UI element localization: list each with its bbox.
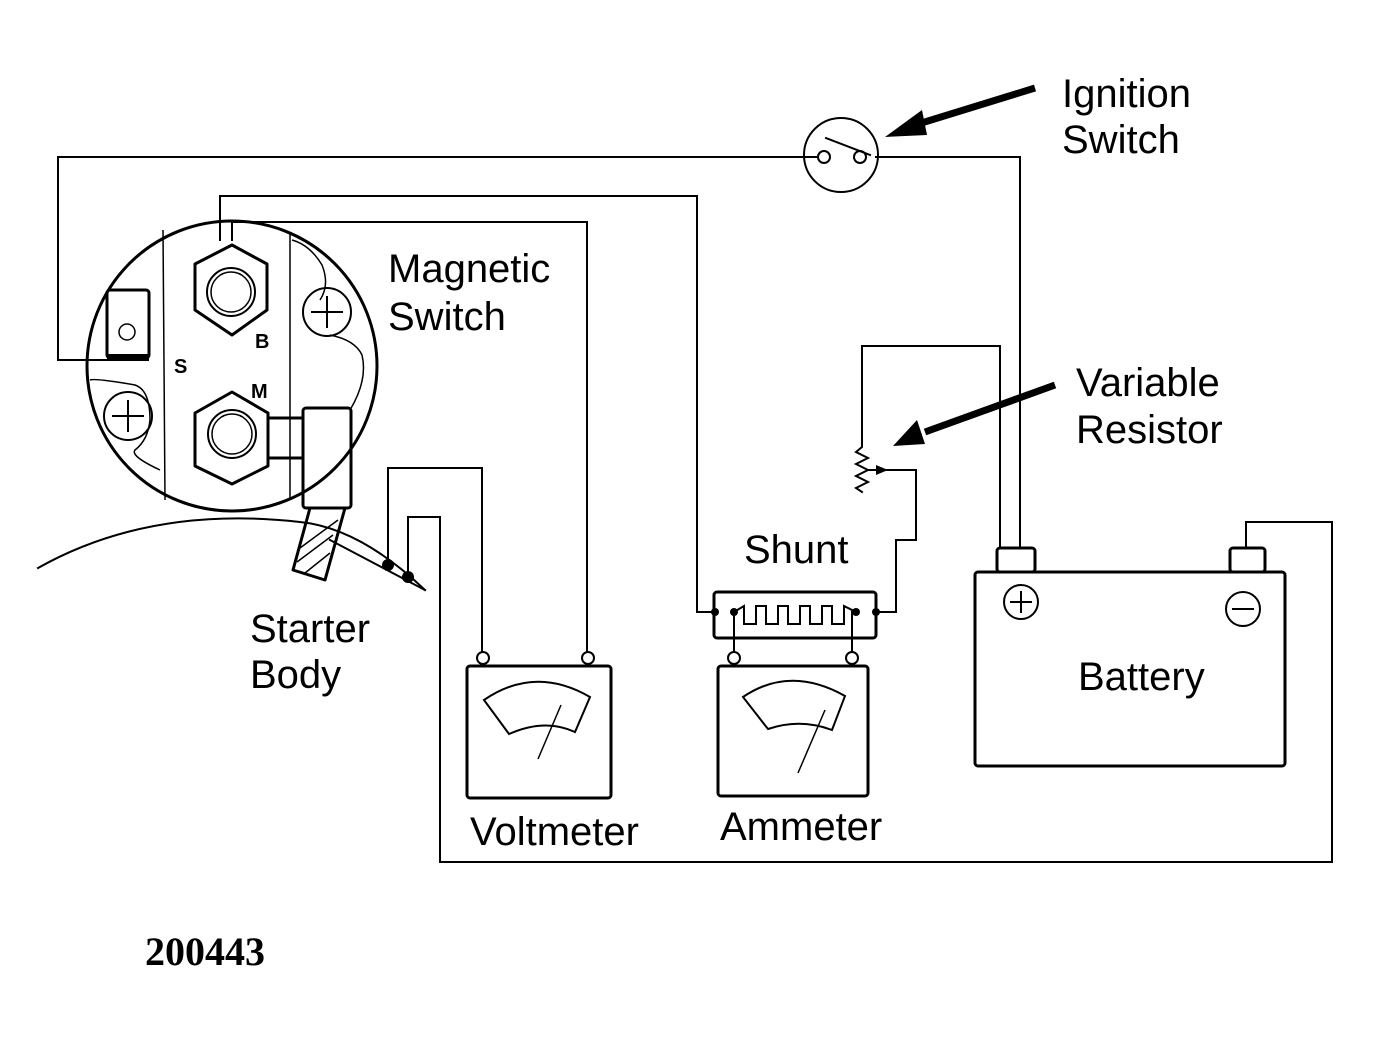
wire-resistor-wiper-to-shunt (876, 469, 917, 613)
starter-body-label-line2: Body (250, 653, 341, 697)
ammeter-label: Ammeter (720, 805, 882, 849)
junction-dot (382, 559, 394, 571)
terminal-label-m: M (251, 381, 268, 403)
junction-dot (402, 571, 414, 583)
wire-starter-body-to-battery-negative (407, 516, 1333, 863)
screw-icon (103, 391, 153, 441)
wire-b-terminal-to-shunt (219, 195, 716, 613)
wire-resistor-to-battery-positive (861, 345, 1001, 549)
starter-body-label-line1: Starter (250, 607, 370, 651)
wire-ignition-to-battery-positive (875, 156, 1021, 549)
wiring (57, 156, 1333, 863)
positive-terminal-icon (1003, 584, 1039, 620)
ignition-switch-contact-left (817, 150, 831, 164)
ignition-switch-label-line2: Switch (1062, 118, 1180, 162)
starter-body-ground-lead (328, 538, 427, 592)
magnetic-switch: S B M (85, 219, 379, 582)
voltmeter-needle (537, 704, 562, 760)
variable-resistor-label-line1: Variable (1076, 361, 1220, 405)
wire-b-terminal-to-voltmeter (231, 221, 588, 654)
magnetic-switch-label-line2: Switch (388, 295, 506, 339)
voltmeter (465, 651, 613, 800)
terminal-label-s: S (174, 356, 187, 378)
wire-starter-body-to-voltmeter (387, 467, 483, 654)
battery (973, 546, 1287, 768)
starter-lead-cable (291, 506, 347, 582)
shunt-element-icon (732, 604, 858, 625)
variable-resistor-arrow (893, 381, 1057, 446)
screw-icon (302, 287, 352, 337)
negative-terminal-icon (1225, 591, 1261, 627)
magnetic-switch-housing (85, 219, 379, 513)
ignition-switch-blade (824, 136, 872, 157)
ammeter-body (716, 664, 870, 798)
voltmeter-label: Voltmeter (470, 810, 639, 854)
ignition-switch-housing (803, 117, 879, 193)
ammeter-needle (797, 709, 826, 774)
resistor-zigzag-icon (853, 442, 871, 494)
figure-number: 200443 (145, 929, 265, 974)
battery-case (973, 570, 1287, 768)
battery-positive-post (995, 546, 1037, 574)
battery-label: Battery (1078, 655, 1205, 699)
battery-negative-post (1228, 546, 1267, 574)
ignition-switch-label-line1: Ignition (1062, 72, 1191, 116)
ignition-switch (803, 117, 879, 193)
shunt (711, 590, 880, 654)
voltmeter-dial-icon (482, 680, 592, 736)
ignition-switch-arrow (885, 84, 1037, 137)
m-terminal-nut (193, 390, 270, 486)
terminal-label-b: B (255, 331, 269, 353)
voltmeter-body (465, 664, 613, 800)
b-terminal-nut (193, 243, 269, 337)
ammeter-dial-icon (741, 679, 847, 732)
wire-s-to-ignition (57, 156, 819, 361)
shunt-label: Shunt (744, 528, 849, 572)
starter-body-outline (36, 517, 427, 592)
variable-resistor-label-line2: Resistor (1076, 408, 1223, 452)
variable-resistor (853, 442, 888, 494)
magnetic-switch-label-line1: Magnetic (388, 247, 550, 291)
ammeter (716, 651, 870, 798)
